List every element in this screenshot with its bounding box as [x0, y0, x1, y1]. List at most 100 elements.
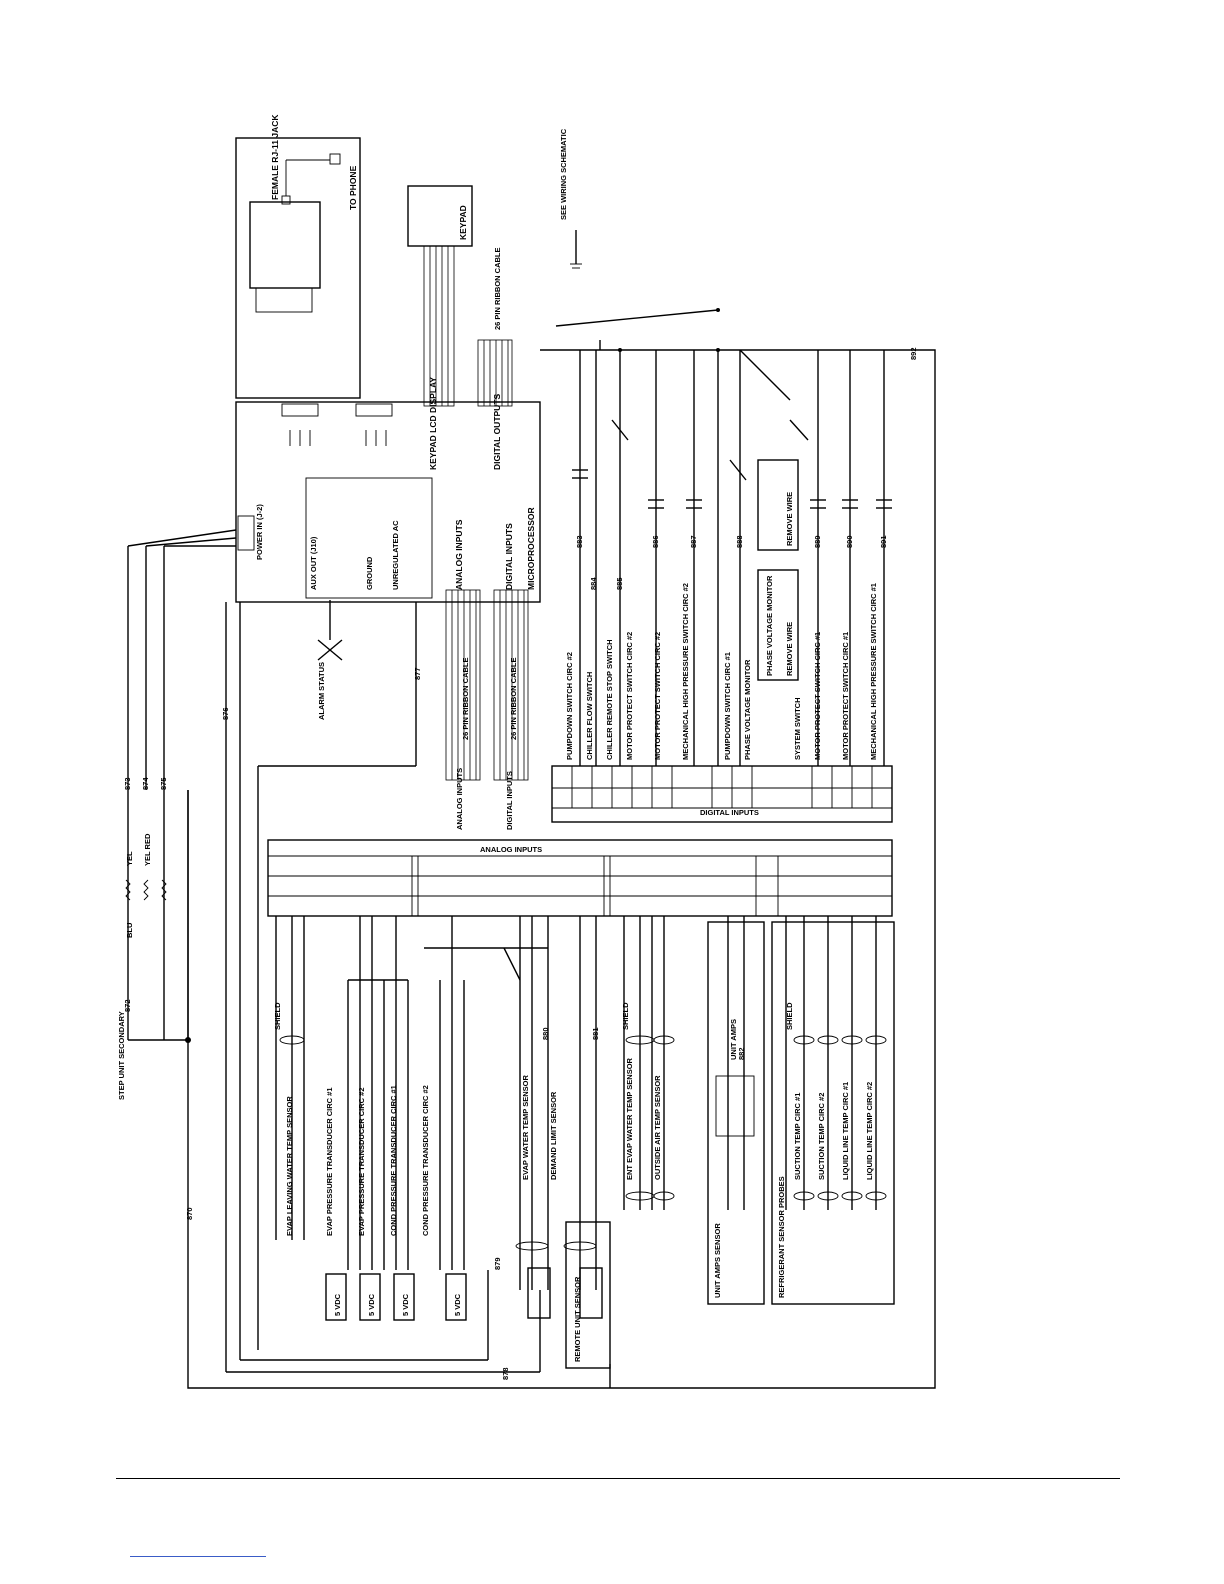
top-references: SEE WIRING SCHEMATIC: [559, 128, 582, 269]
digital-inputs-strip: DIGITAL INPUTS: [551, 765, 893, 823]
legend-boxes: REMOTE UNIT SENSOR UNIT AMPS SENSOR REFR…: [565, 921, 895, 1369]
to-phone-label: TO PHONE: [348, 165, 358, 210]
wire-number: 889: [813, 535, 822, 548]
digital-inputs-board-label: DIGITAL INPUTS: [504, 523, 514, 590]
unit-amps-legend: UNIT AMPS SENSOR: [713, 1223, 722, 1298]
digital-input-label: PUMPDOWN SWITCH CIRC #1: [723, 652, 732, 760]
wire-number: 875: [159, 777, 168, 790]
wire-number: 887: [689, 535, 698, 548]
transducer-label: 5 VDC: [333, 1293, 342, 1316]
wire-number: 890: [845, 535, 854, 548]
analog-input-label: EVAP WATER TEMP SENSOR: [521, 1075, 530, 1180]
digital-inputs-header: DIGITAL INPUTS: [700, 808, 759, 817]
keypad-label: KEYPAD: [458, 205, 468, 240]
refrigerant-sensors-legend: REFRIGERANT SENSOR PROBES: [777, 1176, 786, 1298]
footer-rule: [116, 1478, 1120, 1479]
shield-label: SHIELD: [273, 1002, 282, 1030]
analog-input-label: UNIT AMPS: [729, 1019, 738, 1060]
wire-number: 879: [493, 1257, 502, 1270]
analog-inputs-header: ANALOG INPUTS: [480, 845, 542, 854]
wire-number: 880: [541, 1027, 550, 1040]
wire-number: 874: [141, 777, 150, 790]
digital-input-labels: PUMPDOWN SWITCH CIRC #2 CHILLER FLOW SWI…: [565, 583, 878, 760]
wire-number: 878: [501, 1367, 510, 1380]
analog-sensor-labels: EVAP LEAVING WATER TEMP SENSOR EVAP PRES…: [273, 1002, 874, 1236]
transducer-label: 5 VDC: [401, 1293, 410, 1316]
alarm-status-label: ALARM STATUS: [317, 662, 326, 720]
power-in-label: POWER IN (J-2): [255, 504, 264, 560]
transducer-label: 5 VDC: [453, 1293, 462, 1316]
shield-label: SHIELD: [621, 1002, 630, 1030]
ground-label: GROUND: [365, 556, 374, 590]
wire-number: 877: [413, 667, 422, 680]
analog-input-label: LIQUID LINE TEMP CIRC #2: [865, 1082, 874, 1180]
wire-number: 876: [221, 707, 230, 720]
wire-number: 886: [651, 535, 660, 548]
digital-input-label: MOTOR PROTECT SWITCH CIRC #2: [625, 632, 634, 760]
analog-input-label: EVAP PRESSURE TRANSDUCER CIRC #1: [325, 1087, 334, 1236]
analog-inputs-ribbon-label: ANALOG INPUTS: [455, 768, 464, 830]
input-ribbons: 26 PIN RIBBON CABLE 26 PIN RIBBON CABLE …: [445, 589, 529, 830]
wire-number: 881: [591, 1027, 600, 1040]
microprocessor-box: KEYPAD LCD DISPLAY DIGITAL OUTPUTS ANALO…: [235, 377, 541, 603]
digital-input-wiring: [555, 308, 892, 766]
keypad-display-label: KEYPAD LCD DISPLAY: [428, 377, 438, 470]
analog-inputs-board-label: ANALOG INPUTS: [454, 519, 464, 590]
analog-input-label: LIQUID LINE TEMP CIRC #1: [841, 1082, 850, 1180]
yel-red-label: YEL RED: [143, 833, 152, 866]
phase-monitor-label: PHASE VOLTAGE MONITOR: [765, 575, 774, 676]
yel-label: YEL: [125, 851, 134, 866]
digital-input-label: SYSTEM SWITCH: [793, 697, 802, 760]
outer-frame: [187, 349, 936, 1389]
ribbon-outputs-label: 26 PIN RIBBON CABLE: [493, 247, 502, 330]
analog-input-label: COND PRESSURE TRANSDUCER CIRC #2: [421, 1085, 430, 1236]
transformer-label: STEP UNIT SECONDARY: [117, 1011, 126, 1100]
digital-outputs-ribbon: 26 PIN RIBBON CABLE: [477, 247, 513, 407]
wire-number: 884: [589, 577, 598, 590]
interconnect-wires: [225, 602, 611, 1388]
ribbon-analog-label: 26 PIN RIBBON CABLE: [461, 657, 470, 740]
wire-number: 872: [123, 999, 132, 1012]
digital-input-label: CHILLER REMOTE STOP SWITCH: [605, 639, 614, 760]
transducers: 5 VDC 5 VDC 5 VDC 5 VDC: [325, 1267, 603, 1321]
analog-input-label: OUTSIDE AIR TEMP SENSOR: [653, 1075, 662, 1180]
phase-monitor: PHASE VOLTAGE MONITOR REMOVE WIRE REMOVE…: [757, 459, 799, 681]
analog-input-label: DEMAND LIMIT SENSOR: [549, 1091, 558, 1180]
phone-module: FEMALE RJ-11 JACK TO PHONE: [235, 114, 361, 399]
transducer-label: 5 VDC: [367, 1293, 376, 1316]
wire-number: 885: [615, 577, 624, 590]
ribbon-digital-label: 26 PIN RIBBON CABLE: [509, 657, 518, 740]
female-jack-label: FEMALE RJ-11 JACK: [270, 114, 280, 200]
analog-inputs-strip: ANALOG INPUTS: [267, 839, 893, 917]
wire-number: 888: [735, 535, 744, 548]
see-schematic-label: SEE WIRING SCHEMATIC: [559, 128, 568, 220]
analog-input-label: SUCTION TEMP CIRC #1: [793, 1093, 802, 1180]
digital-input-label: MECHANICAL HIGH PRESSURE SWITCH CIRC #2: [681, 583, 690, 760]
keypad-module: KEYPAD: [407, 185, 473, 407]
digital-input-label: CHILLER FLOW SWITCH: [585, 672, 594, 760]
remove-wire-label-2: REMOVE WIRE: [785, 492, 794, 546]
analog-input-label: EVAP LEAVING WATER TEMP SENSOR: [285, 1096, 294, 1236]
digital-input-label: PUMPDOWN SWITCH CIRC #2: [565, 652, 574, 760]
footer-link-rule: [130, 1556, 266, 1557]
wire-number: 883: [575, 535, 584, 548]
remove-wire-label: REMOVE WIRE: [785, 622, 794, 676]
analog-input-label: ENT EVAP WATER TEMP SENSOR: [625, 1057, 634, 1180]
remote-unit-sensor-label: REMOTE UNIT SENSOR: [573, 1276, 582, 1362]
digital-input-label: MOTOR PROTECT SWITCH CIRC #1: [841, 632, 850, 760]
wire-number: 891: [879, 535, 888, 548]
blu-label: BLU: [125, 923, 134, 938]
analog-input-label: SUCTION TEMP CIRC #2: [817, 1093, 826, 1180]
analog-sensor-wiring: [275, 916, 887, 1290]
digital-input-label: PHASE VOLTAGE MONITOR: [743, 659, 752, 760]
shield-label: SHIELD: [785, 1002, 794, 1030]
transformer: STEP UNIT SECONDARY YEL YEL RED BLU: [117, 529, 237, 1100]
alarm-status: ALARM STATUS: [317, 600, 343, 720]
digital-inputs-ribbon-label: DIGITAL INPUTS: [505, 771, 514, 830]
analog-input-label: EVAP PRESSURE TRANSDUCER CIRC #2: [357, 1087, 366, 1236]
analog-input-label: COND PRESSURE TRANSDUCER CIRC #1: [389, 1085, 398, 1236]
wire-number: 892: [909, 347, 918, 360]
wire-number: 870: [185, 1207, 194, 1220]
wire-numbers: 870 872 873 874 875 876 877 878 879 880 …: [123, 347, 918, 1380]
